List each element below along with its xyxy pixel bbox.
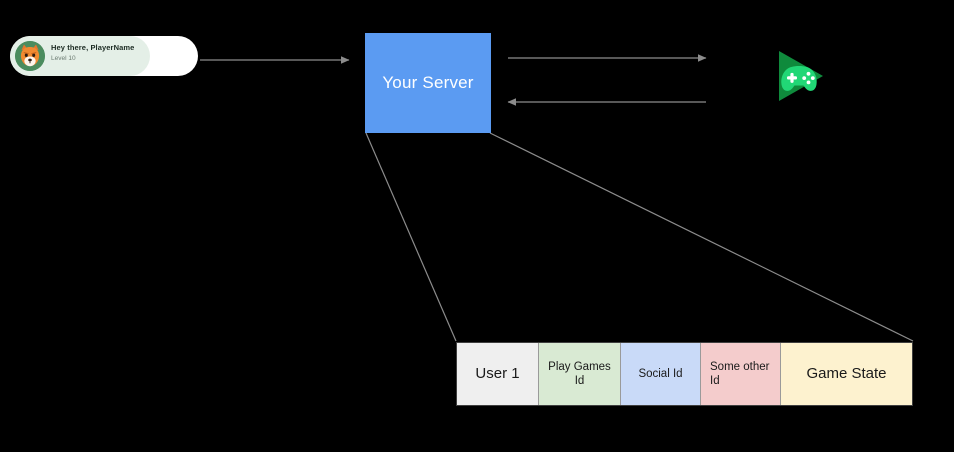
player-greeting-card: Hey there, PlayerName Level 10 (10, 36, 198, 76)
fox-avatar-icon (15, 41, 45, 71)
cell-some-other-id: Some other Id (701, 343, 781, 405)
server-label: Your Server (382, 73, 474, 92)
cell-social-id: Social Id (621, 343, 701, 405)
cell-game-state: Game State (781, 343, 912, 405)
player-greeting-text: Hey there, PlayerName (51, 43, 135, 52)
google-play-games-icon (769, 45, 831, 107)
connector-server-table-left (365, 132, 457, 342)
server-node: Your Server (365, 33, 491, 133)
player-text-block: Hey there, PlayerName Level 10 (51, 43, 135, 62)
cell-play-games-id: Play Games Id (539, 343, 621, 405)
connector-server-table-right (489, 132, 914, 342)
cell-user-1: User 1 (457, 343, 539, 405)
player-level-text: Level 10 (51, 54, 76, 62)
user-record-table: User 1 Play Games Id Social Id Some othe… (456, 342, 913, 406)
